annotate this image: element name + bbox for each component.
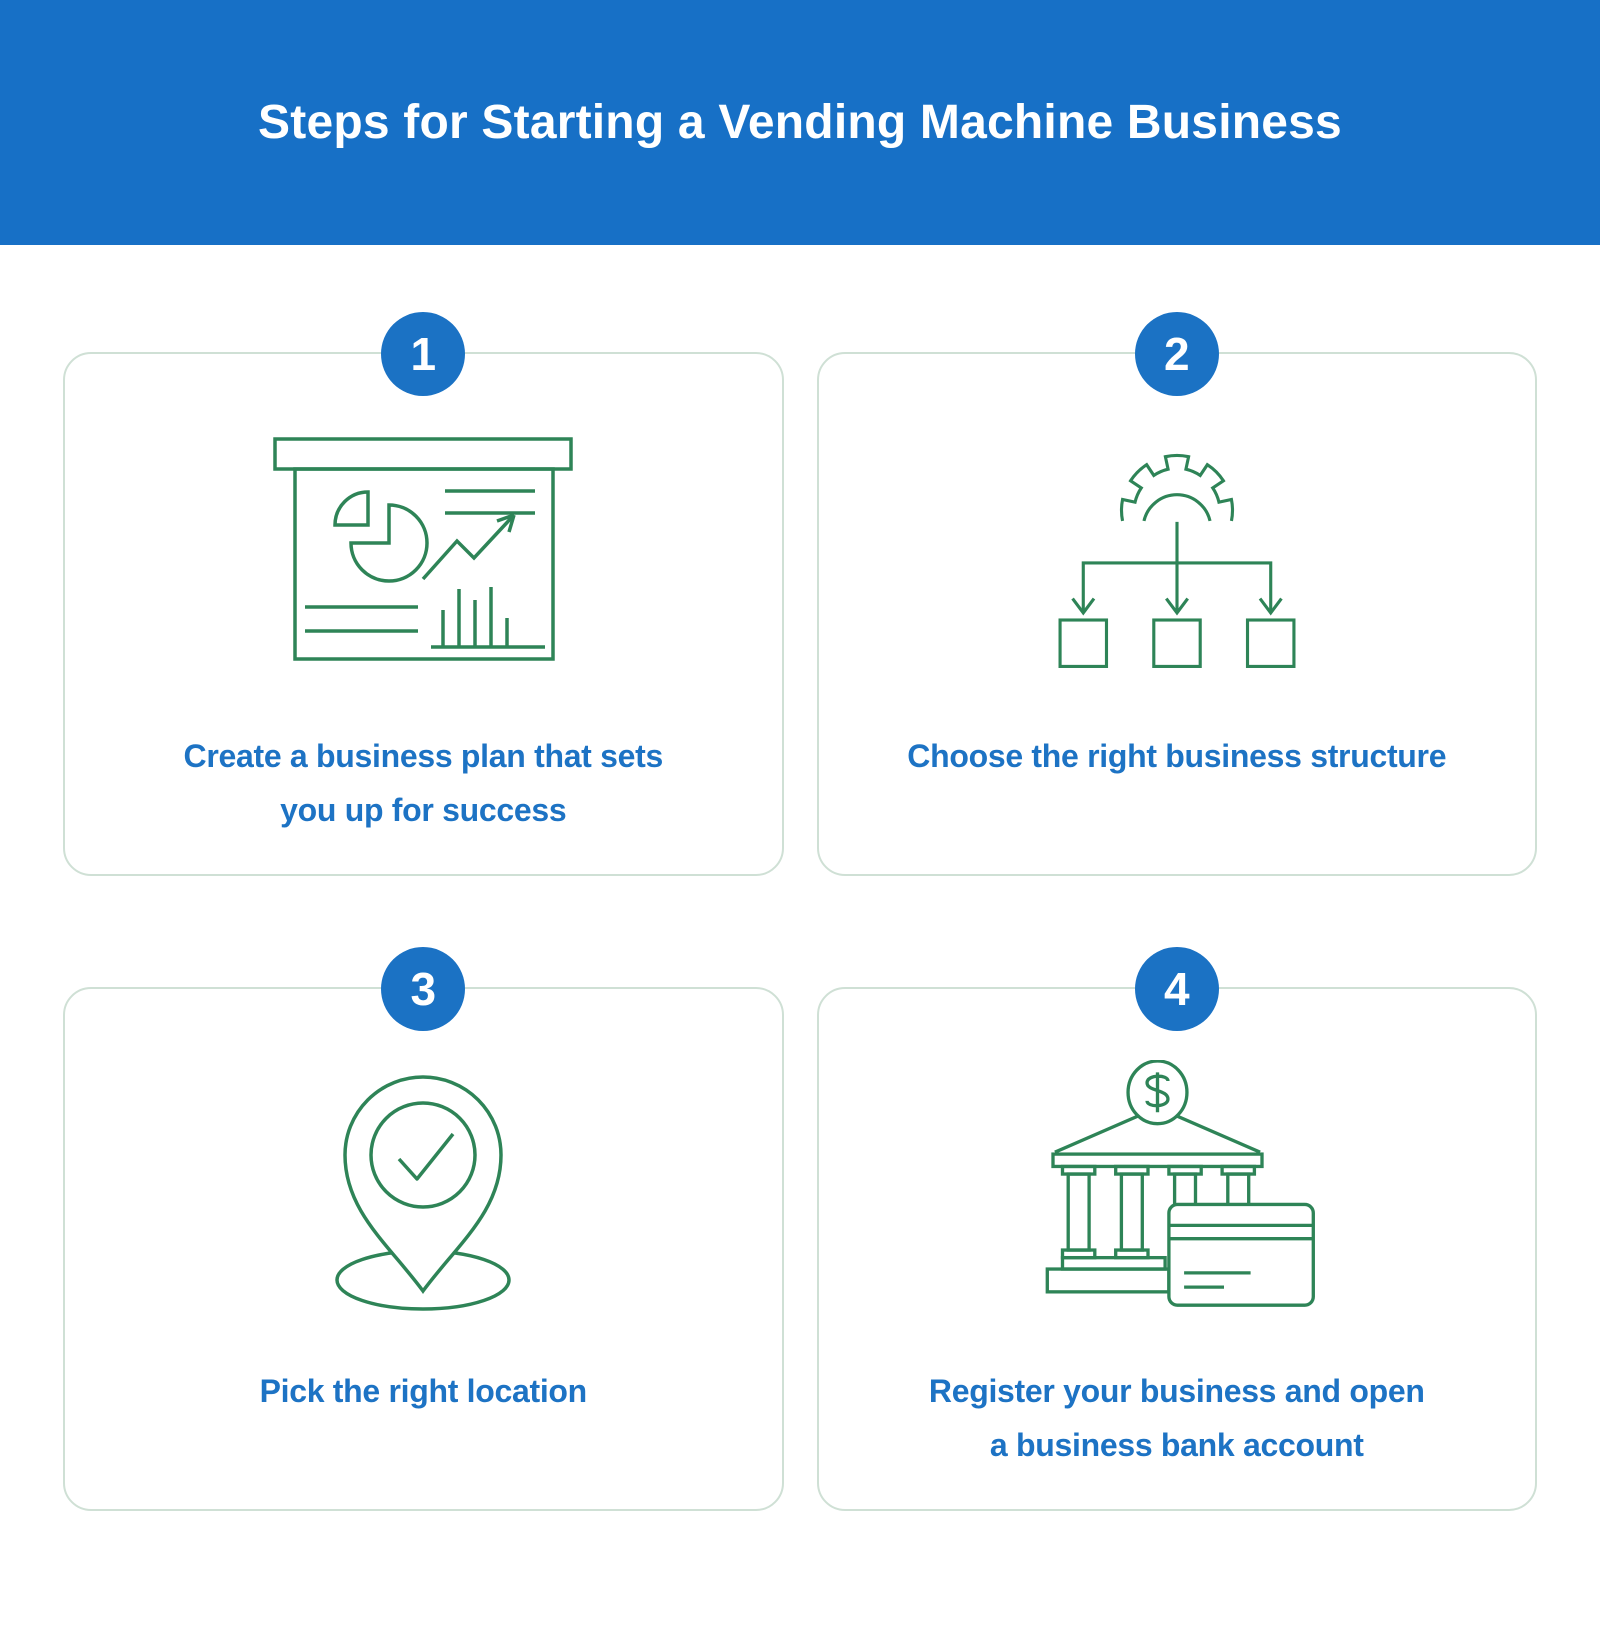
- step-icon-area: [65, 424, 782, 674]
- step-number-badge: 4: [1134, 947, 1219, 1031]
- step-icon-area: [819, 1059, 1536, 1309]
- location-pin-icon: [335, 1074, 511, 1311]
- step-card-4: 4: [816, 947, 1537, 1511]
- step-icon-area: [65, 1059, 782, 1311]
- step-caption: Create a business plan that sets you up …: [183, 738, 664, 829]
- step-number-badge: 3: [381, 947, 466, 1031]
- step-icon-area: [819, 424, 1536, 674]
- step-number-badge: 2: [1134, 312, 1219, 396]
- step-card-3: 3 Pick the right location: [63, 947, 784, 1511]
- step-caption: Choose the right business structure: [907, 738, 1447, 774]
- header-banner: Steps for Starting a Vending Machine Bus…: [0, 0, 1600, 245]
- step-caption: Pick the right location: [259, 1373, 588, 1409]
- steps-grid: 1 Create a business plan tha: [63, 312, 1537, 1511]
- business-structure-icon: [1058, 453, 1296, 668]
- step-number-badge: 1: [381, 312, 466, 396]
- step-card-2: 2 Choose the right business structure: [816, 312, 1537, 876]
- page-title: Steps for Starting a Vending Machine Bus…: [258, 96, 1342, 149]
- bank-account-icon: [1045, 1059, 1316, 1307]
- step-card-1: 1 Create a business plan tha: [63, 312, 784, 876]
- presentation-chart-icon: [273, 436, 573, 661]
- step-caption: Register your business and open a busine…: [928, 1373, 1425, 1464]
